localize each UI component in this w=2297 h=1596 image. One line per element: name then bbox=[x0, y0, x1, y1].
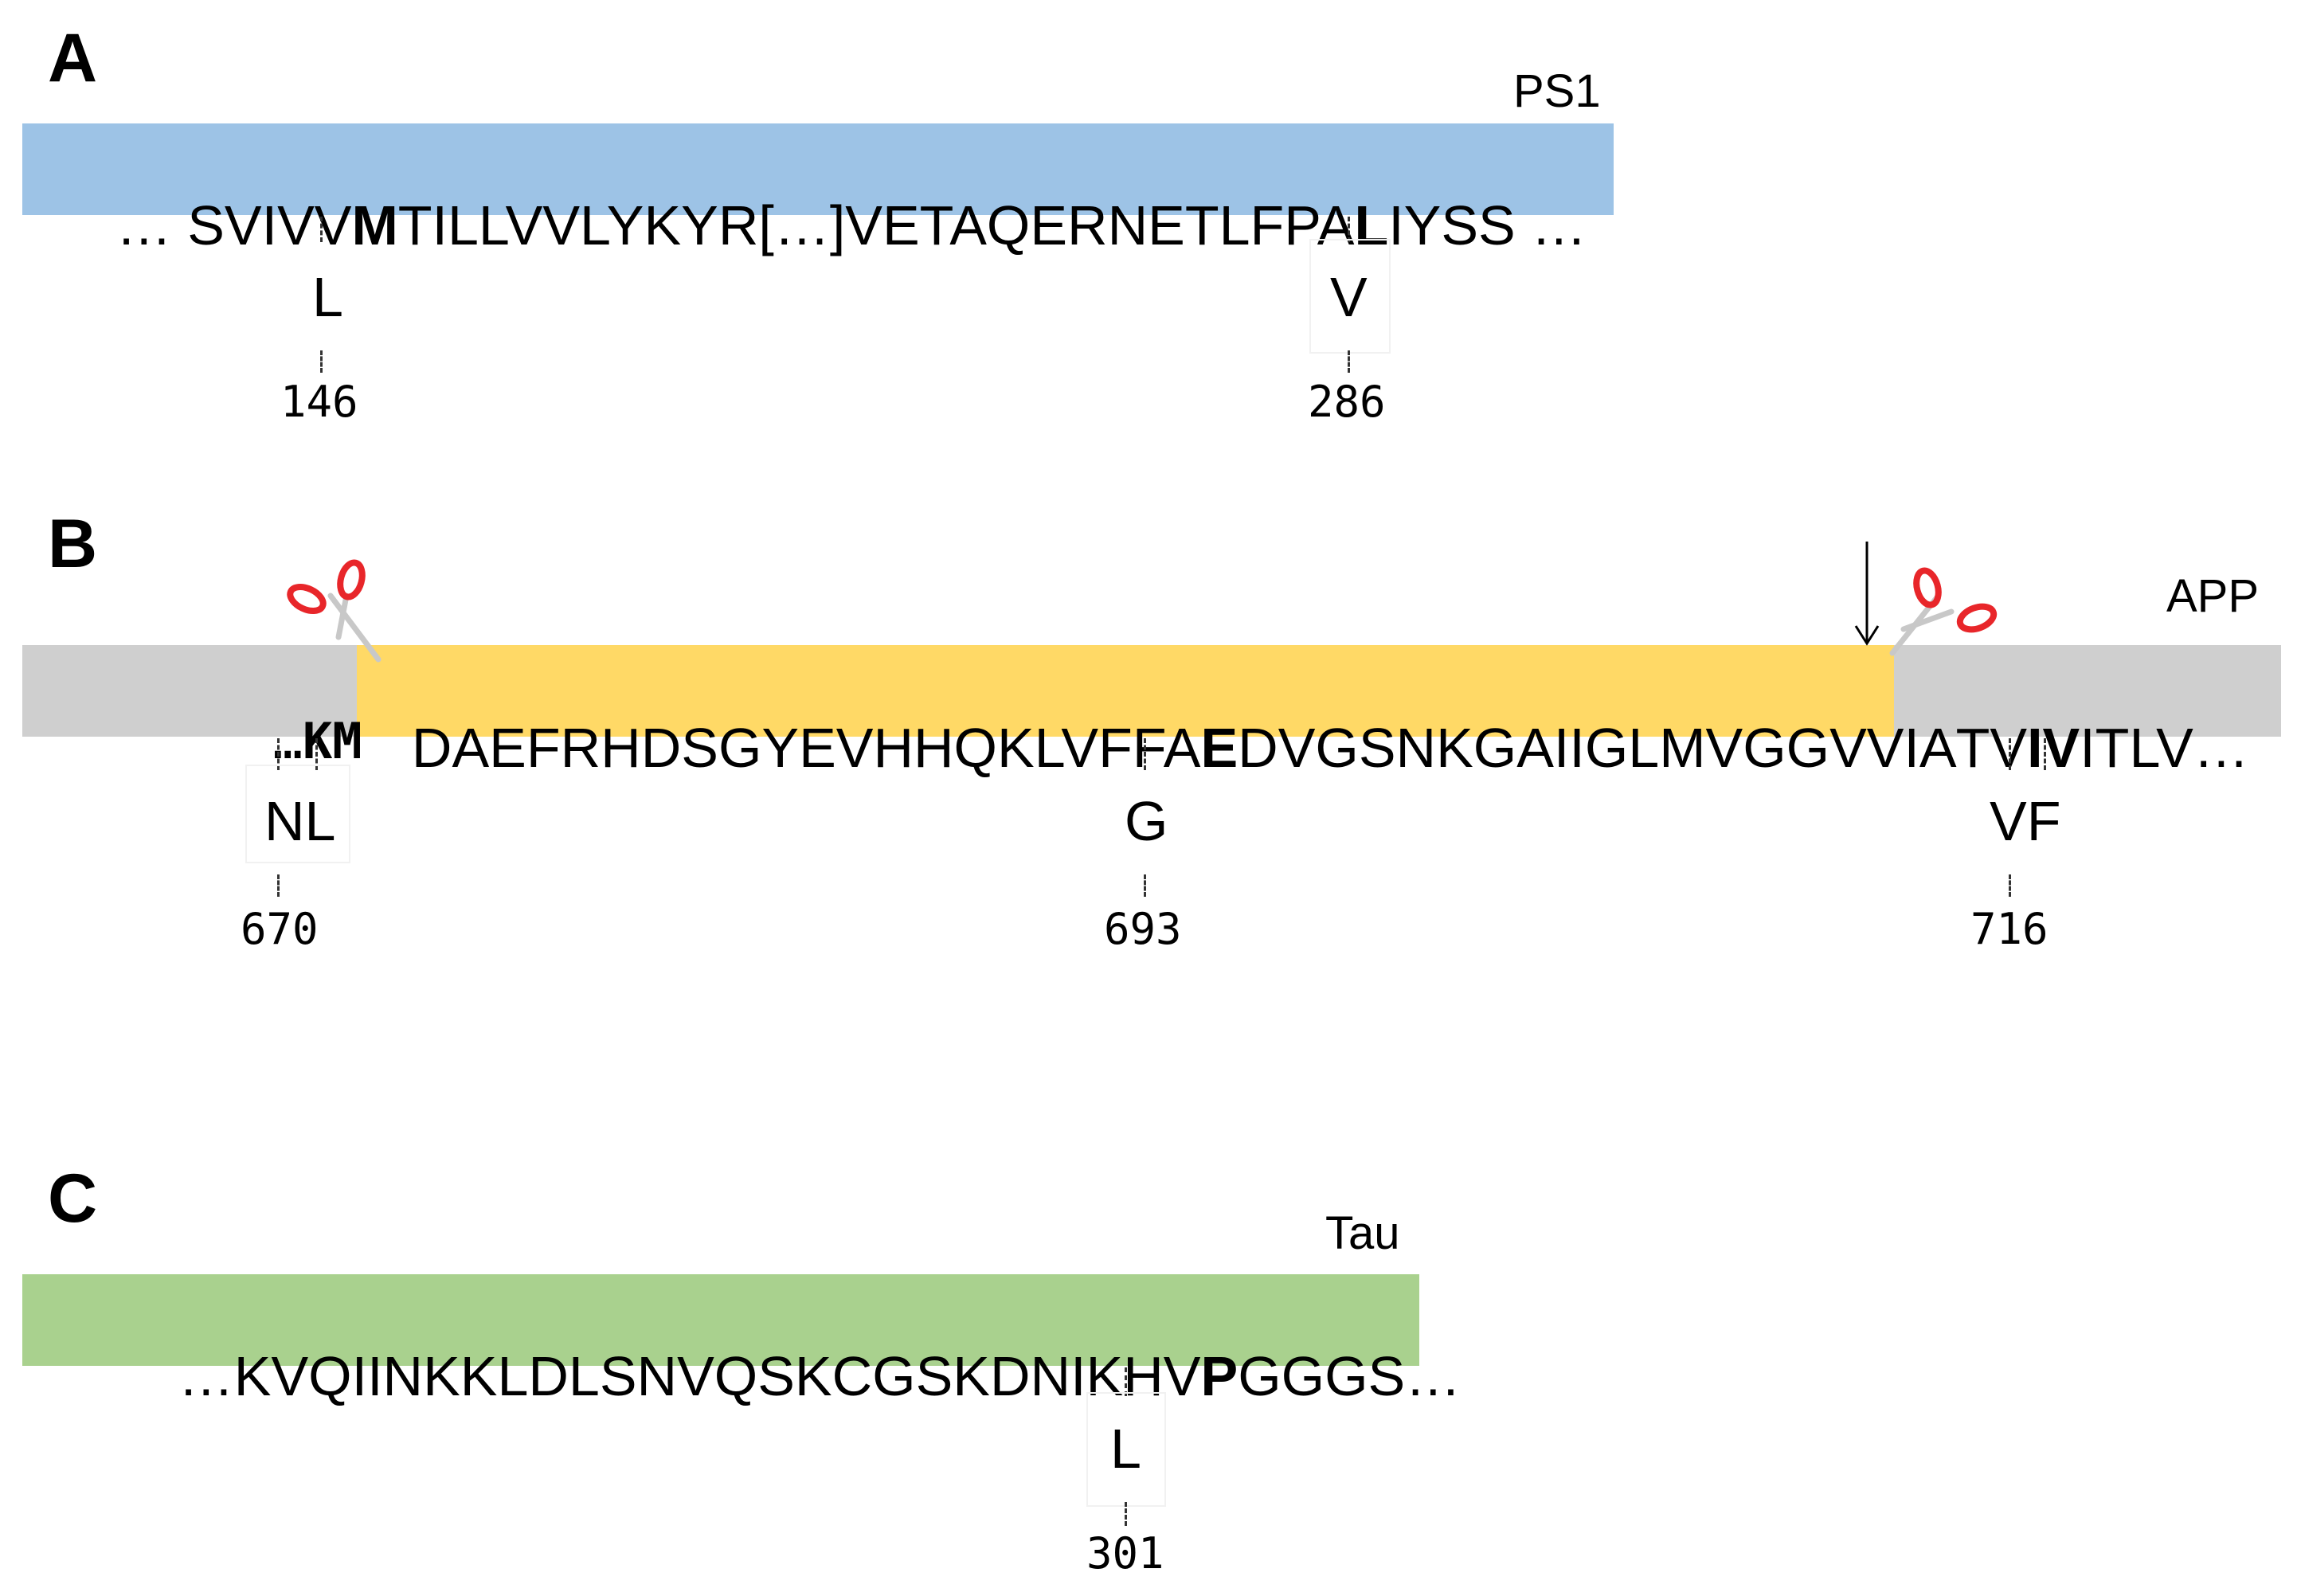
tau-sequence-bar: …KVQIINKKLDLSNVQSKCGSKDNIKHVPGGGS… bbox=[22, 1274, 1461, 1404]
ps1-mutation-286-position: 286 bbox=[1308, 377, 1386, 427]
app-connector-671 bbox=[315, 738, 318, 770]
ps1-residue-286: L bbox=[1354, 194, 1389, 256]
ps1-mutation-286-residue: V bbox=[1330, 266, 1368, 328]
abeta-sequence: DAEFRHDSGYEVHHQKLVFFAEDVGSNKGAIIGLMVGGVV… bbox=[381, 664, 1957, 776]
ps1-connector-286-pos bbox=[1348, 350, 1350, 373]
ps1-seq-mid: TILLVVLYKYR[…]VETAQERNETLFPA bbox=[397, 194, 1355, 256]
panel-label-a: A bbox=[48, 20, 98, 96]
app-right-flank: TVIVITLV… bbox=[1926, 664, 2249, 776]
scissors-icon bbox=[1889, 567, 1998, 656]
tau-mutation-301-residue: L bbox=[1110, 1418, 1141, 1480]
ps1-mutation-146-position: 146 bbox=[280, 377, 358, 427]
tau-mutation-301-position: 301 bbox=[1086, 1528, 1164, 1578]
app-mutation-670-position: 670 bbox=[241, 904, 319, 954]
tau-residue-301: P bbox=[1200, 1345, 1239, 1407]
ps1-mutation-286-box bbox=[1309, 239, 1391, 354]
abeta-region-bar bbox=[357, 645, 1894, 737]
ps1-connector-146 bbox=[320, 217, 323, 242]
app-connector-716-pos bbox=[2009, 874, 2011, 897]
app-connector-717 bbox=[2044, 738, 2046, 770]
protein-name-app: APP bbox=[2166, 570, 2260, 622]
app-connector-693 bbox=[1144, 738, 1146, 770]
app-right-pre: TV bbox=[1955, 717, 2028, 779]
panel-label-b: B bbox=[48, 506, 98, 582]
app-mutation-716-position: 716 bbox=[1970, 904, 2049, 954]
ps1-residue-146: M bbox=[351, 194, 398, 256]
app-connector-670-pos bbox=[277, 874, 280, 897]
abeta-seq-pre: DAEFRHDSGYEVHHQKLVFFA bbox=[411, 717, 1201, 779]
tau-connector-301 bbox=[1125, 1367, 1127, 1396]
tau-sequence: …KVQIINKKLDLSNVQSKCGSKDNIKHVPGGGS… bbox=[116, 1293, 1461, 1460]
ps1-sequence-bar: … SVIVVMTILLVVLYKYR[…]VETAQERNETLFPALIYS… bbox=[22, 123, 1614, 253]
app-residues-670-671: KM bbox=[302, 712, 362, 770]
tau-connector-301-pos bbox=[1125, 1502, 1127, 1526]
protein-name-ps1: PS1 bbox=[1513, 65, 1601, 117]
ps1-connector-146-pos bbox=[320, 350, 323, 373]
app-mutation-670-box bbox=[245, 765, 350, 863]
app-left-flank: …KM bbox=[213, 667, 362, 766]
app-connector-716 bbox=[2009, 738, 2011, 770]
tau-seq-prefix: …KVQIINKKLDLSNVQSKCGSKDNIKHV bbox=[178, 1345, 1201, 1407]
app-right-post: ITLV… bbox=[2080, 717, 2249, 779]
app-mutation-693-residue: G bbox=[1125, 790, 1168, 852]
ps1-seq-suffix: IYSS … bbox=[1388, 194, 1587, 256]
tau-seq-suffix: GGGS… bbox=[1238, 1345, 1462, 1407]
app-mutation-693-position: 693 bbox=[1104, 904, 1182, 954]
app-residue-693: E bbox=[1200, 717, 1239, 779]
app-residues-716-717: IV bbox=[2027, 717, 2080, 779]
ps1-sequence: … SVIVVMTILLVVLYKYR[…]VETAQERNETLFPALIYS… bbox=[54, 142, 1587, 309]
app-connector-693-pos bbox=[1144, 874, 1146, 897]
protein-name-tau: Tau bbox=[1325, 1207, 1400, 1259]
app-mutation-670-residue: NL bbox=[264, 790, 336, 852]
arrow-down-icon bbox=[1854, 542, 1880, 646]
panel-label-c: C bbox=[48, 1160, 98, 1237]
ps1-seq-prefix: … SVIVV bbox=[115, 194, 352, 256]
scissors-icon bbox=[287, 559, 382, 663]
app-connector-670 bbox=[277, 738, 280, 770]
abeta-seq-post: DVGSNKGAIIGLMVGGVVIA bbox=[1238, 717, 1957, 779]
ps1-mutation-146-residue: L bbox=[312, 266, 343, 328]
ps1-connector-286 bbox=[1348, 217, 1350, 242]
app-mutation-716-residue: VF bbox=[1990, 790, 2061, 852]
